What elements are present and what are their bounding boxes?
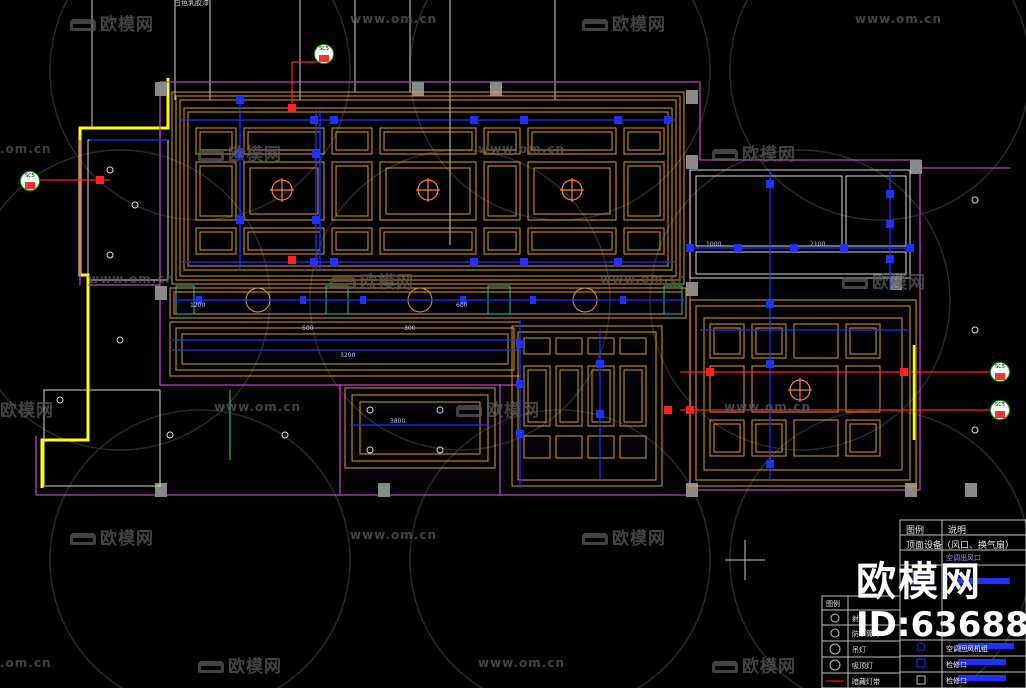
watermark-brand: 欧模网 — [198, 652, 282, 677]
legend-row: 空调出风口 — [946, 554, 981, 562]
downlights — [56, 166, 979, 454]
coffered-ceiling-main — [171, 91, 685, 285]
marker-arrow-icon — [319, 55, 329, 62]
dimension-label: 3200 — [340, 352, 356, 359]
dimension-label: 1000 — [706, 241, 722, 248]
sofa-icon — [456, 405, 482, 417]
brand-logo-overlay: 欧模网 ID:636888 — [856, 560, 1026, 644]
section-cut-ticks — [96, 104, 908, 414]
watermark-url: www.om.cn — [724, 400, 812, 414]
watermark-url: www.om.cn — [88, 272, 176, 286]
watermark-brand: 欧模网 — [582, 10, 666, 35]
dimension-label: 2100 — [810, 241, 826, 248]
middle-panels — [511, 325, 663, 487]
small-legend-header: 图例 — [826, 600, 840, 608]
section-marker-right-2[interactable]: SC5 — [990, 400, 1010, 420]
watermark-brand: 欧模网 — [330, 268, 414, 293]
leader-lines — [91, 0, 556, 245]
marker-arrow-icon — [995, 373, 1005, 380]
watermark-url: www.om.cn — [350, 12, 438, 26]
section-marker-left[interactable]: SC5 — [20, 171, 40, 191]
watermark-url: www.om.cn — [478, 142, 566, 156]
section-marker-right-1[interactable]: SC5 — [990, 362, 1010, 382]
legend-header-left: 图例 — [906, 526, 925, 536]
legend-symbols — [826, 573, 935, 685]
watermark-brand: 欧模网 — [712, 140, 796, 165]
watermark-url: .om.cn — [0, 656, 52, 670]
sofa-icon — [712, 661, 738, 673]
sofa-icon — [198, 661, 224, 673]
cad-crosshair — [725, 540, 765, 580]
marker-arrow-icon — [995, 411, 1005, 418]
dimension-lines — [90, 100, 910, 488]
legend-blue-fills — [958, 578, 1014, 681]
sofa-icon — [582, 533, 608, 545]
watermark-brand: 欧模网 — [842, 268, 926, 293]
dimension-label: 300 — [404, 325, 416, 332]
legend-header-right: 说明 — [948, 526, 967, 536]
ceiling-lights — [270, 178, 812, 402]
watermark-url: .om.cn — [0, 142, 52, 156]
watermark-brand: 欧模网 — [70, 10, 154, 35]
dimension-ticks — [196, 96, 914, 468]
brand-logo-text: 欧模网 — [856, 559, 982, 605]
corridor-ceiling — [169, 321, 521, 377]
small-legend-item: 防水筒灯 — [852, 630, 880, 638]
dimension-label: 600 — [456, 302, 468, 309]
legend-box-outline — [821, 519, 1026, 688]
legend-row: 空调回风机组 — [946, 645, 988, 653]
sofa-icon — [70, 19, 96, 31]
upper-right-rooms — [689, 169, 911, 279]
watermark-url: www.om.cn — [478, 656, 566, 670]
beam-band — [169, 285, 687, 319]
watermark-brand: 欧模网 — [582, 524, 666, 549]
section-marker-top[interactable]: SC5 — [314, 44, 334, 64]
watermark-url: www.om.cn — [214, 400, 302, 414]
small-legend-item: 吸顶灯 — [852, 662, 873, 670]
watermark-url: www.om.cn — [600, 272, 688, 286]
small-legend-item: 暗藏灯带 — [852, 678, 880, 686]
small-legend-item: 吊灯 — [852, 646, 866, 654]
legend-row: 检修口 — [946, 677, 967, 685]
sofa-icon — [70, 533, 96, 545]
small-room-ceiling — [344, 387, 496, 469]
dimension-label: 1200 — [190, 302, 206, 309]
watermark-brand: 欧模网 — [0, 401, 54, 421]
top-annotation: 白色乳胶漆 — [174, 0, 209, 7]
watermark-brand: 欧模网 — [456, 396, 540, 421]
sofa-icon — [712, 149, 738, 161]
section-marker-label: SC5 — [995, 402, 1005, 408]
legend-row-title: 顶面设备（风口、换气扇） — [906, 541, 1015, 551]
marker-arrow-icon — [25, 182, 35, 189]
watermark-url: www.om.cn — [855, 12, 943, 26]
small-legend-item: 射灯 — [852, 615, 866, 623]
watermark-brand: 欧模网 — [712, 652, 796, 677]
sofa-icon — [842, 277, 868, 289]
legend-row: 检修口 — [946, 661, 967, 669]
right-coffered-ceiling — [689, 299, 917, 487]
left-rooms — [43, 139, 169, 487]
watermark-url: www.om.cn — [350, 528, 438, 542]
section-marker-label: SC5 — [995, 364, 1005, 370]
sofa-icon — [198, 149, 224, 161]
section-marker-label: SC5 — [319, 46, 329, 52]
dimension-label: 500 — [302, 325, 314, 332]
section-marker-label: SC5 — [25, 173, 35, 179]
sofa-icon — [330, 277, 356, 289]
highlight-wall — [40, 78, 170, 488]
model-id-text: ID:636888 — [856, 605, 1026, 645]
watermark-brand: 欧模网 — [70, 524, 154, 549]
dimension-label: 3800 — [390, 418, 406, 425]
sofa-icon — [582, 19, 608, 31]
watermark-brand: 欧模网 — [198, 140, 282, 165]
